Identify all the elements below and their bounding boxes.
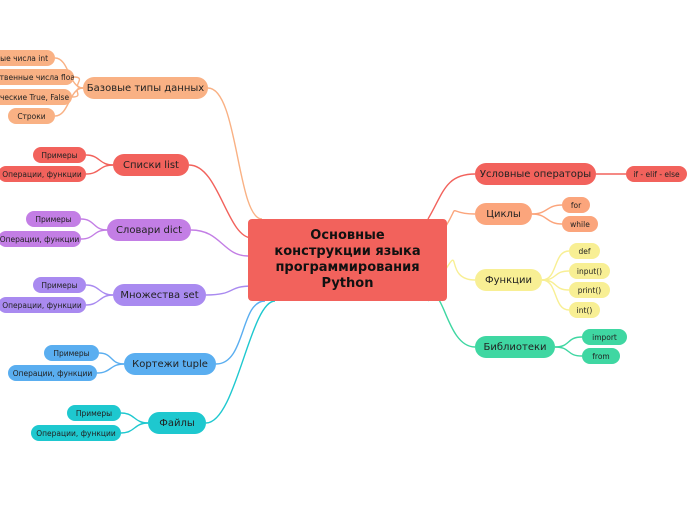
subtopic-import-label: import bbox=[592, 332, 617, 342]
child-connector bbox=[98, 352, 125, 365]
topic-базовые-типы-данных-label: Базовые типы данных bbox=[86, 82, 205, 94]
subtopic-import[interactable]: import bbox=[582, 329, 627, 345]
root-topic[interactable]: Основные конструкции языка программирова… bbox=[248, 219, 447, 301]
subtopic-строки[interactable]: Строки bbox=[8, 108, 55, 124]
topic-базовые-типы-данных[interactable]: Базовые типы данных bbox=[83, 77, 208, 99]
branch-connector bbox=[207, 87, 263, 220]
subtopic-примеры[interactable]: Примеры bbox=[26, 211, 81, 227]
subtopic-операции-функции-label: Операции, функции bbox=[36, 428, 116, 438]
topic-библиотеки[interactable]: Библиотеки bbox=[475, 336, 555, 358]
topic-условные-операторы[interactable]: Условные операторы bbox=[475, 163, 596, 185]
root-topic-label: Основные конструкции языка программирова… bbox=[274, 228, 421, 291]
subtopic-примеры[interactable]: Примеры bbox=[67, 405, 121, 421]
subtopic-целые-числа-int-label: Целые числа int bbox=[0, 53, 49, 63]
branch-connector bbox=[427, 173, 476, 220]
topic-словари-dict-label: Словари dict bbox=[115, 224, 183, 236]
child-connector bbox=[85, 294, 114, 306]
topic-словари-dict[interactable]: Словари dict bbox=[107, 219, 191, 241]
subtopic-операции-функции[interactable]: Операции, функции bbox=[0, 231, 81, 247]
topic-кортежи-tuple[interactable]: Кортежи tuple bbox=[124, 353, 216, 375]
child-connector bbox=[96, 363, 125, 374]
child-connector bbox=[554, 336, 583, 348]
subtopic-операции-функции[interactable]: Операции, функции bbox=[8, 365, 97, 381]
subtopic-вещественные-числа-float-label: Вещественные числа float bbox=[0, 72, 74, 82]
subtopic-примеры-label: Примеры bbox=[41, 150, 78, 160]
subtopic-from[interactable]: from bbox=[582, 348, 620, 364]
topic-циклы[interactable]: Циклы bbox=[475, 203, 532, 225]
subtopic-def-label: def bbox=[578, 246, 591, 256]
topic-файлы-label: Файлы bbox=[159, 417, 195, 429]
subtopic-def[interactable]: def bbox=[569, 243, 600, 259]
child-connector bbox=[80, 218, 108, 231]
subtopic-примеры[interactable]: Примеры bbox=[44, 345, 99, 361]
branch-connector bbox=[445, 210, 476, 227]
child-connector bbox=[80, 229, 108, 240]
subtopic-for[interactable]: for bbox=[562, 197, 590, 213]
subtopic-while[interactable]: while bbox=[562, 216, 598, 232]
subtopic-print-label: print() bbox=[577, 285, 602, 295]
topic-условные-операторы-label: Условные операторы bbox=[479, 168, 592, 180]
topic-файлы[interactable]: Файлы bbox=[148, 412, 206, 434]
topic-функции[interactable]: Функции bbox=[475, 269, 542, 291]
topic-множества-set[interactable]: Множества set bbox=[113, 284, 206, 306]
subtopic-логические-true-false[interactable]: Логические True, False bbox=[0, 89, 72, 105]
subtopic-операции-функции-label: Операции, функции bbox=[2, 300, 82, 310]
child-connector bbox=[85, 154, 114, 166]
child-connector bbox=[85, 164, 114, 175]
subtopic-примеры-label: Примеры bbox=[75, 408, 113, 418]
topic-множества-set-label: Множества set bbox=[120, 289, 199, 301]
subtopic-if-elif-else[interactable]: if - elif - else bbox=[626, 166, 687, 182]
topic-кортежи-tuple-label: Кортежи tuple bbox=[132, 358, 208, 370]
topic-библиотеки-label: Библиотеки bbox=[483, 341, 547, 353]
subtopic-вещественные-числа-float[interactable]: Вещественные числа float bbox=[0, 69, 74, 85]
child-connector bbox=[120, 422, 149, 434]
subtopic-примеры-label: Примеры bbox=[41, 280, 78, 290]
branch-connector bbox=[205, 285, 253, 296]
subtopic-from-label: from bbox=[592, 351, 610, 361]
subtopic-for-label: for bbox=[570, 200, 582, 210]
child-connector bbox=[554, 346, 583, 357]
child-connector bbox=[541, 279, 570, 311]
child-connector bbox=[120, 412, 149, 424]
branch-connector bbox=[215, 300, 266, 365]
subtopic-примеры-label: Примеры bbox=[53, 348, 90, 358]
subtopic-операции-функции[interactable]: Операции, функции bbox=[0, 166, 86, 182]
subtopic-операции-функции-label: Операции, функции bbox=[0, 234, 80, 244]
branch-connector bbox=[188, 164, 253, 239]
child-connector bbox=[73, 76, 84, 89]
subtopic-операции-функции-label: Операции, функции bbox=[12, 368, 93, 378]
topic-списки-list[interactable]: Списки list bbox=[113, 154, 189, 176]
subtopic-int[interactable]: int() bbox=[569, 302, 600, 318]
subtopic-print[interactable]: print() bbox=[569, 282, 610, 298]
topic-списки-list-label: Списки list bbox=[123, 159, 179, 171]
subtopic-if-elif-else-label: if - elif - else bbox=[633, 169, 680, 179]
subtopic-примеры[interactable]: Примеры bbox=[33, 147, 86, 163]
child-connector bbox=[85, 284, 114, 296]
subtopic-примеры[interactable]: Примеры bbox=[33, 277, 86, 293]
subtopic-строки-label: Строки bbox=[17, 111, 46, 121]
subtopic-операции-функции[interactable]: Операции, функции bbox=[31, 425, 121, 441]
subtopic-операции-функции-label: Операции, функции bbox=[2, 169, 82, 179]
branch-connector bbox=[205, 300, 276, 424]
subtopic-input[interactable]: input() bbox=[569, 263, 610, 279]
subtopic-while-label: while bbox=[570, 219, 590, 229]
subtopic-примеры-label: Примеры bbox=[35, 214, 72, 224]
subtopic-int-label: int() bbox=[576, 305, 593, 315]
topic-циклы-label: Циклы bbox=[486, 208, 521, 220]
subtopic-целые-числа-int[interactable]: Целые числа int bbox=[0, 50, 55, 66]
child-connector bbox=[531, 213, 563, 225]
branch-connector bbox=[427, 295, 476, 348]
branch-connector bbox=[445, 259, 476, 281]
topic-функции-label: Функции bbox=[485, 274, 532, 286]
subtopic-input-label: input() bbox=[576, 266, 603, 276]
child-connector bbox=[531, 204, 563, 215]
subtopic-операции-функции[interactable]: Операции, функции bbox=[0, 297, 86, 313]
branch-connector bbox=[190, 229, 249, 257]
subtopic-логические-true-false-label: Логические True, False bbox=[0, 92, 70, 102]
